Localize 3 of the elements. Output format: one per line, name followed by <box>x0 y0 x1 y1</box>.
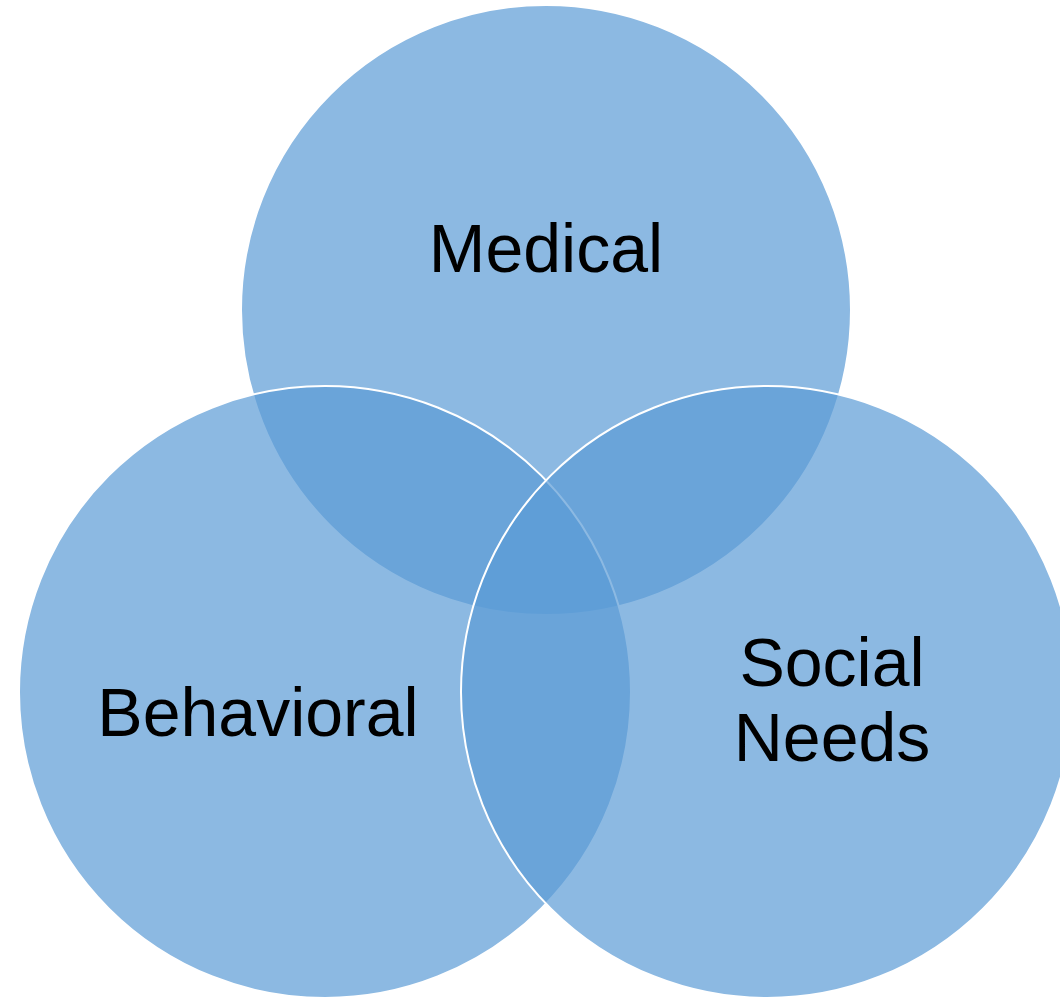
circle-label: Medical <box>427 210 665 286</box>
circle-label: Behavioral <box>96 674 420 750</box>
circle-label: Social Needs <box>732 625 932 775</box>
